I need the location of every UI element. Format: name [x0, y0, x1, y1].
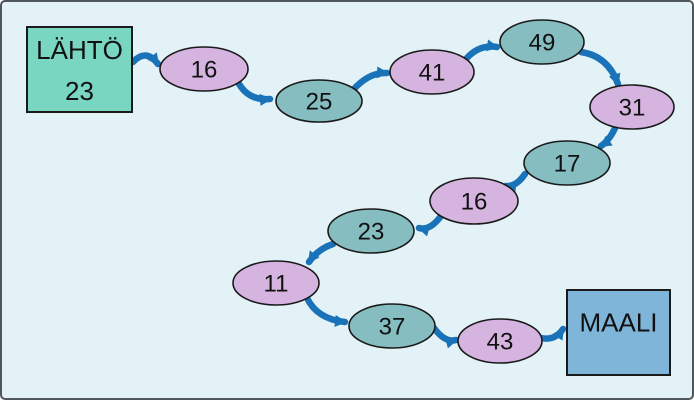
node-e23: [327, 208, 415, 254]
node-label-e41: 41: [419, 60, 446, 87]
arrow-e37-to-e43: [430, 324, 460, 349]
node-label-e49: 49: [529, 30, 556, 57]
node-e16b: [429, 177, 519, 225]
node-label-e11: 11: [264, 271, 289, 298]
node-e49: [499, 19, 585, 65]
node-label-e43: 43: [487, 329, 514, 356]
arrow-e41-to-e49: [462, 39, 501, 63]
node-finish: [566, 289, 671, 376]
node-label-e16b: 16: [461, 189, 488, 216]
node-start: [26, 26, 133, 113]
arrow-e16a-to-e25: [234, 78, 274, 106]
node-label-e31: 31: [619, 95, 646, 122]
arrow-e16b-to-e23: [415, 212, 445, 237]
arrow-e43-to-finish: [537, 325, 567, 342]
arrow-e17-to-e16b: [502, 170, 529, 193]
node-e25: [275, 79, 363, 123]
node-e31: [589, 84, 675, 130]
node-e41: [389, 49, 475, 95]
node-e16a: [159, 46, 249, 92]
arrow-e11-to-e37: [303, 294, 349, 327]
node-label-start: LÄHTÖ: [36, 35, 123, 65]
node-e17: [523, 140, 611, 186]
arrow-e49-to-e31: [577, 48, 622, 88]
node-label-e25: 25: [306, 89, 333, 116]
node-sublabel-start: 23: [65, 76, 94, 106]
node-label-e16a: 16: [191, 57, 218, 84]
arrow-e25-to-e41: [349, 66, 391, 94]
arrow-e31-to-e17: [597, 122, 620, 150]
arrow-start-to-e16a: [129, 52, 162, 68]
node-e11: [232, 260, 320, 306]
node-e43: [457, 318, 543, 364]
node-label-finish: MAALI: [579, 307, 657, 337]
arrow-e23-to-e11: [305, 240, 337, 266]
node-e37: [348, 303, 436, 349]
node-label-e23: 23: [358, 219, 385, 246]
node-label-e37: 37: [379, 314, 406, 341]
node-label-e17: 17: [554, 151, 581, 178]
